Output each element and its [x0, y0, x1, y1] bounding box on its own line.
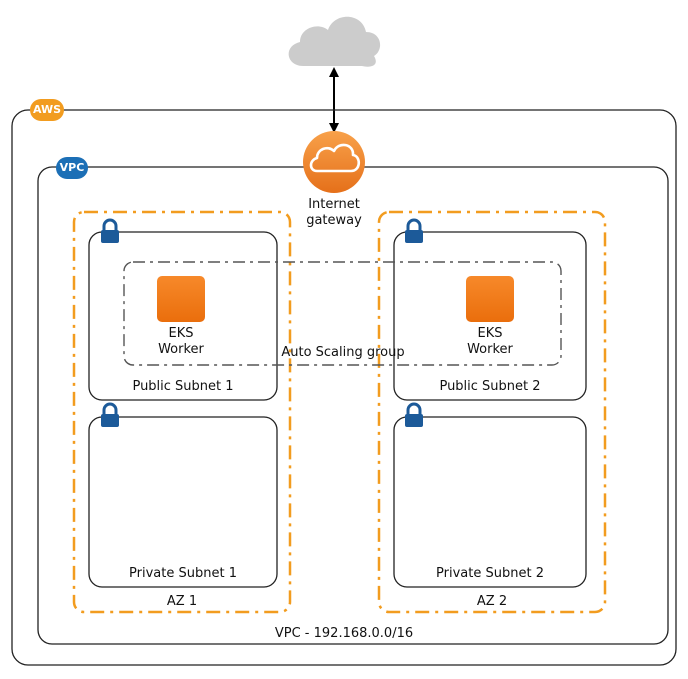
eks-worker-2-label: EKS Worker	[450, 326, 530, 358]
az-1-label: AZ 1	[166, 594, 198, 609]
eks-worker-1-label: EKS Worker	[141, 326, 221, 358]
private-subnet-1-label: Private Subnet 1	[129, 566, 237, 581]
availability-zone-1	[72, 210, 292, 614]
private-subnet-2-label: Private Subnet 2	[436, 566, 544, 581]
ec2-instance-icon	[466, 276, 514, 322]
cloud-icon	[288, 16, 381, 67]
vpc-cidr-label: VPC - 192.168.0.0/16	[274, 626, 414, 641]
availability-zone-2	[377, 210, 607, 614]
internet-gateway-label: Internet gateway	[294, 197, 374, 229]
vpc-badge-label: VPC	[59, 161, 85, 174]
auto-scaling-group-label: Auto Scaling group	[281, 345, 405, 360]
lock-icon	[403, 218, 425, 245]
aws-cloud-boundary	[11, 109, 677, 666]
public-subnet-1	[88, 231, 278, 401]
public-subnet-2-label: Public Subnet 2	[439, 379, 541, 394]
private-subnet-1	[88, 416, 278, 588]
lock-icon	[403, 402, 425, 429]
lock-icon	[99, 402, 121, 429]
auto-scaling-group	[123, 261, 562, 366]
vpc-badge: VPC	[56, 157, 88, 179]
aws-badge: AWS	[30, 99, 64, 121]
private-subnet-2	[393, 416, 587, 588]
aws-badge-label: AWS	[32, 103, 62, 116]
lock-icon	[99, 218, 121, 245]
internet-gateway-label-line1: Internet	[308, 197, 360, 212]
public-subnet-1-label: Public Subnet 1	[132, 379, 234, 394]
eks-worker-2-label-line2: Worker	[467, 342, 513, 357]
eks-worker-2-label-line1: EKS	[477, 326, 503, 341]
public-subnet-2	[393, 231, 587, 401]
eks-worker-1-label-line1: EKS	[168, 326, 194, 341]
internet-gateway-label-line2: gateway	[306, 213, 362, 228]
az-2-label: AZ 2	[476, 594, 508, 609]
ec2-instance-icon	[157, 276, 205, 322]
eks-worker-1-label-line2: Worker	[158, 342, 204, 357]
internet-gateway-icon	[303, 131, 365, 193]
